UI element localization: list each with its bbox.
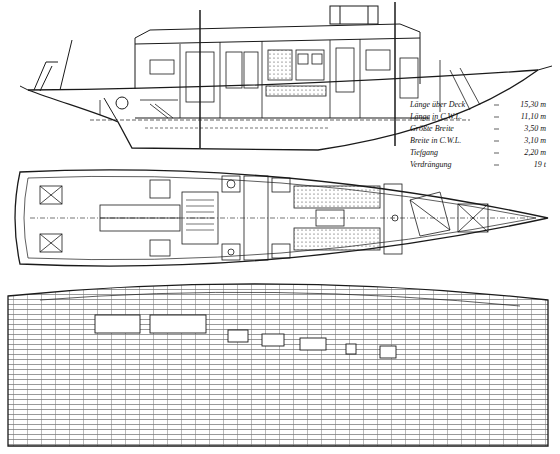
spec-name: Verdrängung (410, 160, 451, 170)
spec-value: 2,20 m (524, 148, 546, 158)
hull-side-view (8, 270, 548, 446)
spec-value: 15,30 m (520, 100, 546, 110)
spec-value: 11,10 m (521, 112, 546, 122)
profile-view (20, 2, 552, 150)
spec-name: Größte Breite (410, 124, 454, 134)
spec-name: Länge in C.W.L. (410, 112, 462, 122)
spec-value: 19 t (534, 160, 546, 170)
spec-name: Tiefgang (410, 148, 438, 158)
spec-dashes (494, 105, 499, 165)
spec-value: 3,50 m (524, 124, 546, 134)
plan-view (15, 170, 548, 266)
spec-name: Länge über Deck (410, 100, 465, 110)
spec-name: Breite in C.W.L. (410, 136, 461, 146)
spec-value: 3,10 m (524, 136, 546, 146)
